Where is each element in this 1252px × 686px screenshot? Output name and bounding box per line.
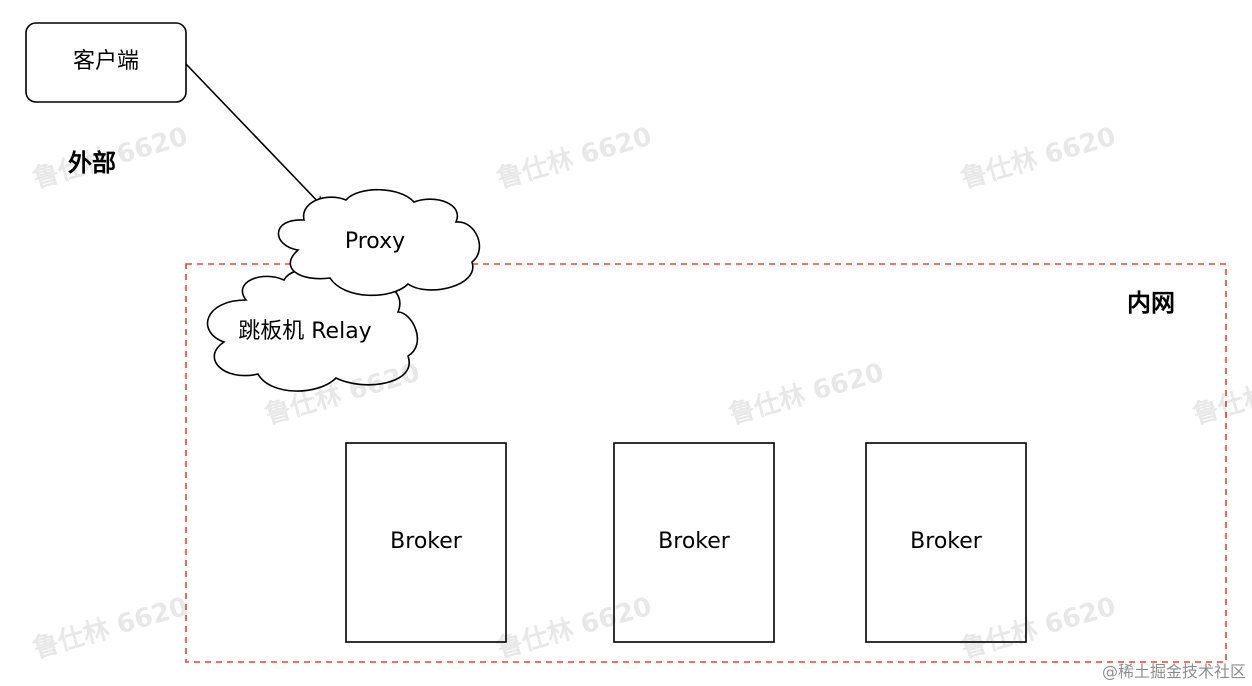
relay-label: 跳板机 Relay: [238, 319, 372, 344]
proxy-label: Proxy: [344, 229, 406, 254]
broker-node-3[interactable]: [865, 442, 1027, 643]
external-zone-label: 外部: [68, 149, 116, 177]
broker-node-1[interactable]: [345, 442, 507, 643]
broker-node-2[interactable]: [613, 442, 775, 643]
broker-label-3: Broker: [910, 529, 982, 554]
client-to-proxy-arrow: [185, 63, 326, 210]
internal-zone-label: 内网: [1127, 289, 1175, 317]
broker-label-1: Broker: [390, 529, 462, 554]
internal-network-zone: [185, 263, 1227, 663]
proxy-cloud-node[interactable]: [277, 188, 481, 297]
credit-text: @稀土掘金技术社区: [1101, 662, 1246, 681]
client-label: 客户端: [72, 49, 139, 74]
client-node[interactable]: [25, 22, 187, 103]
broker-label-2: Broker: [658, 529, 730, 554]
